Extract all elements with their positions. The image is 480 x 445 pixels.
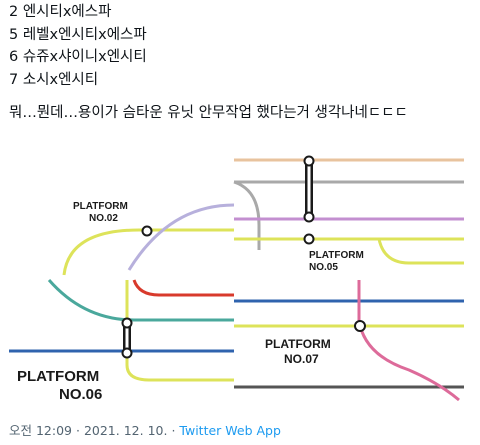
meta-separator: · bbox=[75, 423, 80, 438]
platform-02-label-1: PLATFORM bbox=[73, 201, 128, 212]
platform-06-label-1: PLATFORM bbox=[17, 368, 99, 385]
station-p05-top bbox=[303, 155, 315, 167]
lavender-line bbox=[127, 203, 235, 271]
platform-07-label-2: NO.07 bbox=[284, 352, 319, 366]
platform-02-label-2: NO.02 bbox=[89, 213, 118, 224]
station-p06-top bbox=[121, 317, 133, 329]
station-p05-bottom bbox=[303, 233, 315, 245]
station-p06-bottom bbox=[121, 347, 133, 359]
lime-line-p06 bbox=[125, 280, 234, 382]
lime-line-p02 bbox=[62, 228, 234, 276]
tweet-line: 7 소시x엔시티 bbox=[9, 71, 99, 88]
tweet-line: 2 엔시티x에스파 bbox=[9, 4, 112, 20]
tweet-date[interactable]: 2021. 12. 10. bbox=[83, 423, 168, 438]
gray-curve bbox=[233, 180, 261, 250]
tweet-line: 5 레벨x엔시티x에스파 bbox=[9, 26, 147, 43]
meta-separator: · bbox=[171, 423, 176, 438]
platform-06-label-2: NO.06 bbox=[59, 386, 102, 403]
tweet-source-link[interactable]: Twitter Web App bbox=[179, 423, 281, 438]
tweet-meta: 오전 12:09 · 2021. 12. 10. · Twitter Web A… bbox=[9, 420, 281, 439]
teal-line bbox=[47, 279, 234, 322]
tweet-time[interactable]: 오전 12:09 bbox=[9, 423, 72, 438]
tweet-text: 2 엔시티x에스파 5 레벨x엔시티x에스파 6 슈쥬x샤이니x엔시티 7 소시… bbox=[9, 1, 474, 125]
tweet-line: 6 슈쥬x샤이니x엔시티 bbox=[9, 49, 147, 65]
station-p05-mid bbox=[303, 211, 315, 223]
station-p02 bbox=[141, 225, 153, 237]
lime-curve bbox=[377, 238, 464, 265]
red-line bbox=[132, 279, 234, 297]
platform-07-label-1: PLATFORM bbox=[265, 337, 331, 351]
subway-map: PLATFORM NO.05 PLATFORM NO.02 PLATFORM N… bbox=[9, 155, 464, 403]
tweet-image[interactable]: PLATFORM NO.05 PLATFORM NO.02 PLATFORM N… bbox=[9, 155, 471, 405]
tweet-line: 뭐…뭔데…용이가 슴타운 유닛 안무작업 했다는거 생각나네ㄷㄷㄷ bbox=[9, 105, 408, 121]
pink-line bbox=[357, 280, 460, 402]
station-p07 bbox=[354, 320, 366, 332]
platform-05-label-1: PLATFORM bbox=[309, 250, 364, 261]
platform-05-label-2: NO.05 bbox=[309, 262, 338, 273]
